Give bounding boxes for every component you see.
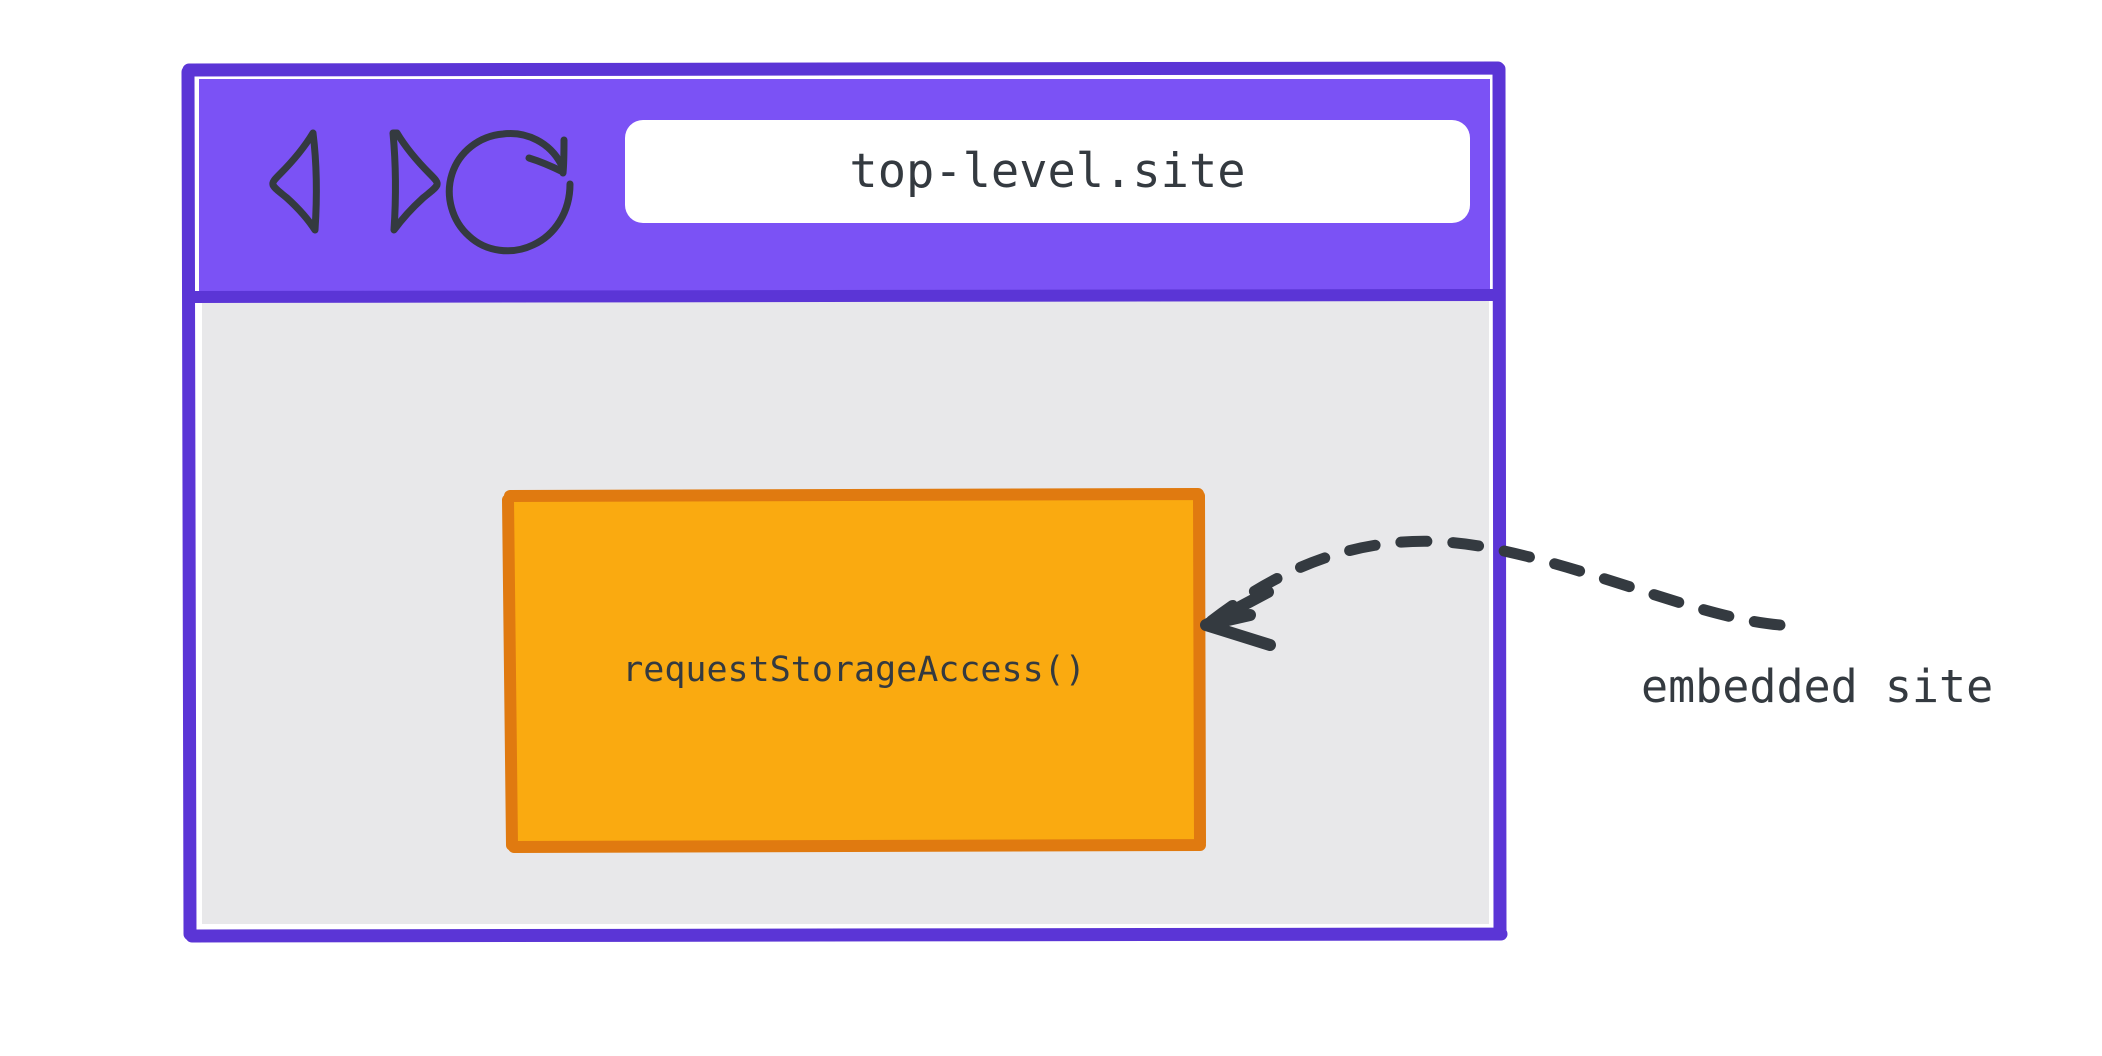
forward-button[interactable]	[389, 129, 441, 234]
embedded-site-label: embedded site	[1641, 660, 1994, 713]
reload-arrowhead-icon	[525, 136, 568, 177]
embedded-frame-border	[502, 488, 1206, 853]
dashed-arrow-head-icon	[1200, 586, 1276, 651]
dashed-arrow-line	[1204, 535, 1786, 631]
triangle-right-icon	[389, 129, 441, 234]
url-bar-text[interactable]: top-level.site	[849, 144, 1246, 199]
embedded-site-arrow	[1200, 535, 1786, 651]
embedded-frame[interactable]	[502, 488, 1206, 853]
triangle-left-icon	[269, 129, 320, 234]
reload-circular-arrow-icon	[445, 130, 574, 255]
reload-button[interactable]	[445, 130, 574, 255]
browser-window-border	[181, 61, 1508, 943]
back-button[interactable]	[269, 129, 320, 234]
embedded-frame-fill	[512, 498, 1196, 841]
toolbar-separator	[187, 289, 1502, 303]
embedded-frame-label: requestStorageAccess()	[622, 649, 1086, 690]
url-bar[interactable]	[625, 120, 1470, 223]
